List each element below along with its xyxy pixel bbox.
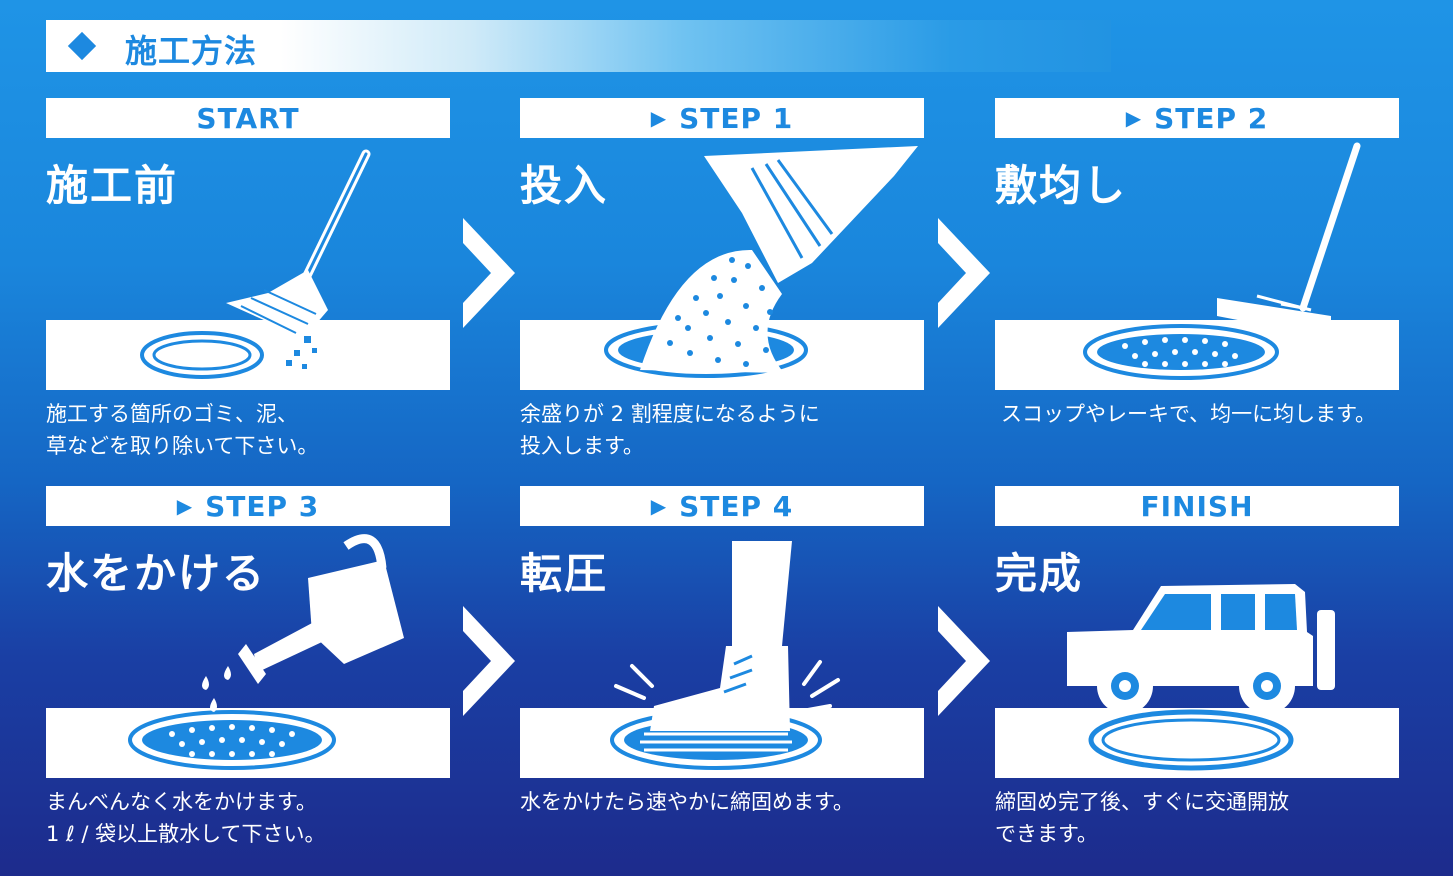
triangle-icon: ▶: [1125, 106, 1143, 130]
step-label: STEP 1: [679, 101, 794, 135]
step-title: 敷均し: [995, 161, 1128, 210]
next-arrow-icon: [463, 606, 515, 716]
next-arrow-icon: [938, 606, 990, 716]
page-title: 施工方法: [125, 32, 258, 70]
step-description: まんべんなく水をかけます。 1 ℓ / 袋以上散水して下さい。: [46, 790, 326, 846]
ground-strip: [46, 320, 450, 390]
bag-pour-icon: [604, 146, 918, 378]
panel-step2: ▶ STEP 2 敷均し スコップやレーキで、均一に均します。: [995, 98, 1399, 478]
broom-icon: [140, 149, 371, 379]
panel-finish: FINISH 完成 締固め完了後、すぐに交通開放 できます。: [995, 486, 1399, 866]
step-description: 施工する箇所のゴミ、泥、 草などを取り除いて下さい。: [46, 402, 319, 458]
next-arrow-icon: [938, 218, 990, 328]
step-title: 投入: [520, 161, 609, 210]
step-description: 締固め完了後、すぐに交通開放 できます。: [995, 790, 1289, 846]
step-title: 施工前: [46, 161, 179, 210]
rake-icon: [1083, 142, 1361, 380]
step-label-bar: ▶ STEP 4: [520, 486, 924, 526]
step-label: STEP 3: [205, 489, 320, 523]
triangle-icon: ▶: [176, 494, 194, 518]
panel-step4: ▶ STEP 4 転圧 水をかけたら速やかに締固めます。: [520, 486, 924, 866]
step-description: スコップやレーキで、均一に均します。: [1001, 402, 1377, 426]
step-label: FINISH: [1140, 489, 1254, 523]
header-bar: [46, 20, 1111, 72]
step-title: 転圧: [520, 549, 609, 598]
triangle-icon: ▶: [650, 106, 668, 130]
step-label: STEP 4: [679, 489, 794, 523]
car-icon: [1067, 584, 1335, 771]
watering-can-icon: [128, 534, 404, 770]
step-label-bar: ▶ STEP 2: [995, 98, 1399, 138]
panel-start: START 施工前 施工する箇所のゴミ、泥、 草などを取り除いて下さい。: [46, 98, 450, 478]
step-description: 余盛りが 2 割程度になるように 投入します。: [520, 402, 820, 458]
triangle-icon: ▶: [650, 494, 668, 518]
next-arrow-icon: [463, 218, 515, 328]
step-title: 水をかける: [46, 549, 267, 598]
step-label-bar: START: [46, 98, 450, 138]
step-label: START: [196, 101, 300, 135]
step-label: STEP 2: [1154, 101, 1269, 135]
boot-icon: [610, 541, 840, 770]
step-title: 完成: [995, 549, 1084, 598]
step-label-bar: ▶ STEP 3: [46, 486, 450, 526]
step-description: 水をかけたら速やかに締固めます。: [520, 790, 854, 814]
step-label-bar: FINISH: [995, 486, 1399, 526]
panel-step1: ▶ STEP 1 投入 余盛りが 2 割程度になるように 投入します。: [520, 98, 924, 478]
panel-step3: ▶ STEP 3 水をかける まんべんなく水をかけます。 1 ℓ / 袋以上散水…: [46, 486, 450, 866]
step-label-bar: ▶ STEP 1: [520, 98, 924, 138]
